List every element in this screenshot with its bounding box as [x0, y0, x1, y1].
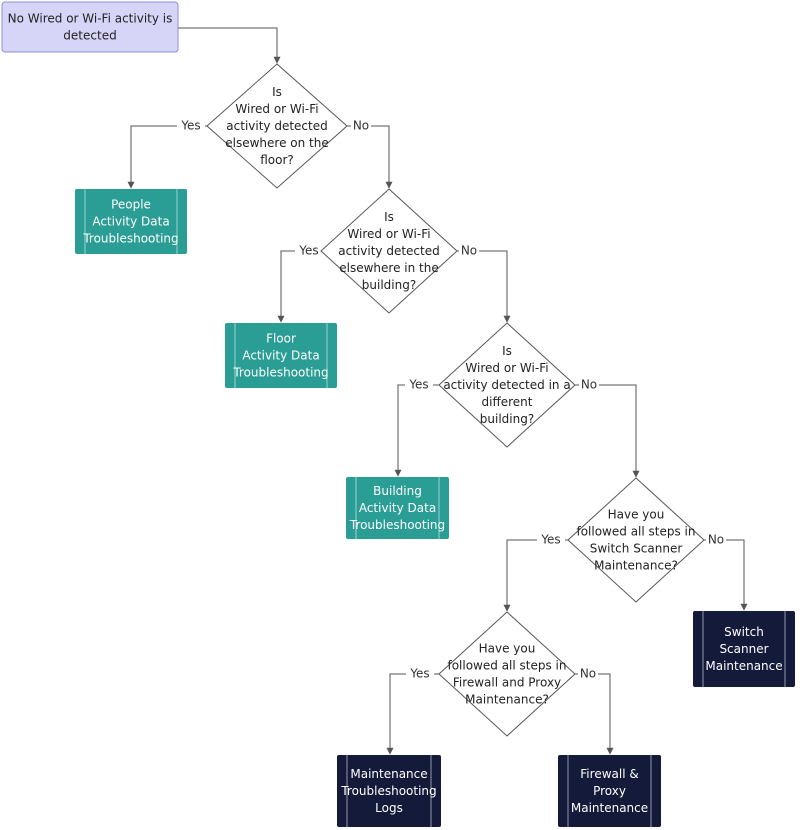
edge-label-yes: Yes [540, 533, 560, 547]
edge-line [127, 125, 207, 189]
edge-d1-yes: Yes [127, 118, 207, 189]
edge-line [347, 125, 393, 189]
edge-d3-no: No [575, 377, 640, 478]
edge-line [178, 27, 281, 64]
edge-d3-yes: Yes [394, 377, 439, 477]
edge-d5-yes: Yes [386, 666, 439, 755]
edge-label-no: No [353, 119, 369, 133]
edge-label-yes: Yes [408, 378, 428, 392]
edge-label-no: No [580, 667, 596, 681]
edge-d2-yes: Yes [277, 243, 323, 323]
edge-line [575, 384, 640, 478]
edge-start-d1 [178, 27, 281, 64]
edge-label-no: No [581, 378, 597, 392]
edge-label-no: No [461, 244, 477, 258]
edge-line [386, 673, 439, 755]
edge-d4-yes: Yes [503, 532, 568, 612]
edge-line [575, 673, 614, 755]
edge-line [704, 539, 748, 611]
edge-label-yes: Yes [409, 667, 429, 681]
edge-label-yes: Yes [298, 244, 318, 258]
edge-label-yes: Yes [180, 119, 200, 133]
edge-label-no: No [708, 533, 724, 547]
edge-line [394, 384, 439, 477]
edge-d2-no: No [457, 243, 511, 323]
edge-d5-no: No [575, 666, 614, 755]
edge-d1-no: No [347, 118, 393, 189]
edge-d4-no: No [704, 532, 748, 611]
edge-line [457, 250, 511, 323]
edge-line [503, 539, 568, 612]
edge-line [277, 250, 321, 323]
